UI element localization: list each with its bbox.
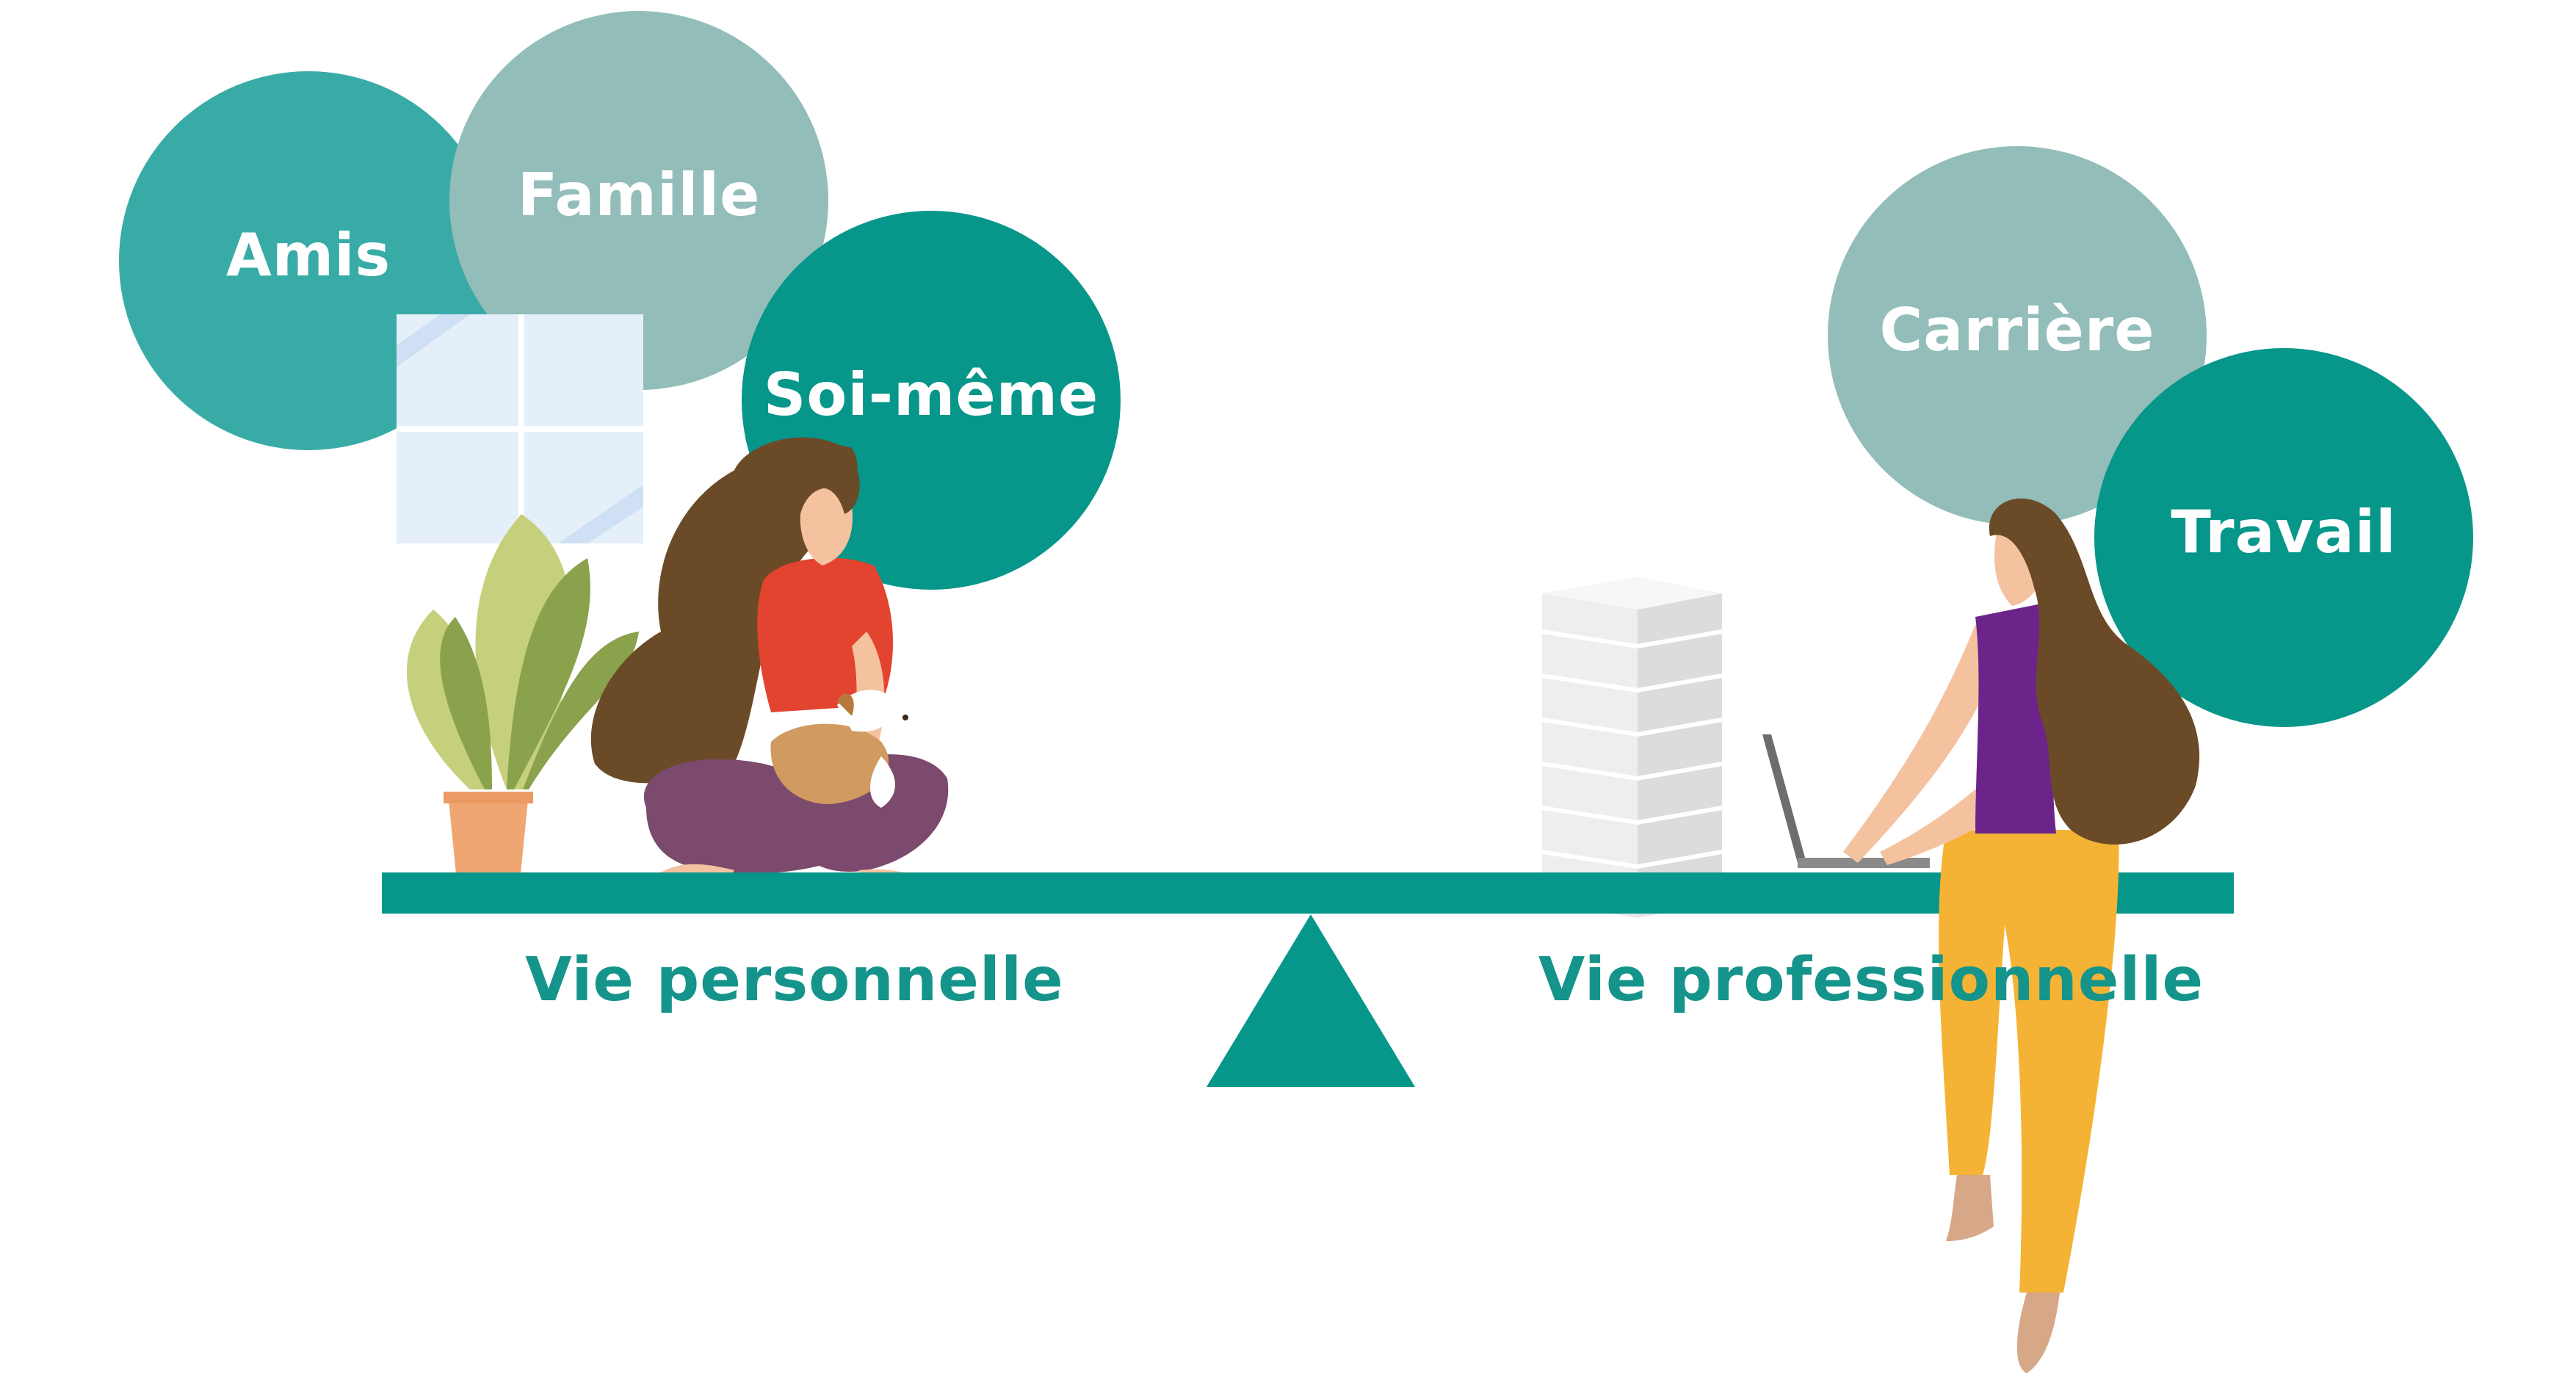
bubble-carriere-label: Carrière: [1880, 296, 2155, 364]
bubble-famille: Famille: [449, 11, 828, 390]
label-vie-professionnelle: Vie professionnelle: [1538, 945, 2204, 1015]
label-vie-personnelle: Vie personnelle: [525, 945, 1063, 1015]
plant-icon: [406, 514, 639, 881]
fulcrum-icon: [1206, 914, 1415, 1087]
seesaw-beam: [382, 872, 2234, 914]
bubble-famille-label: Famille: [518, 161, 761, 229]
bubble-soi-meme-label: Soi-même: [764, 361, 1099, 429]
standing-woman-icon: [1843, 498, 2200, 1373]
bubble-travail-label: Travail: [2171, 498, 2396, 566]
paper-stack-icon: [1541, 576, 1723, 918]
bubble-carriere: Carrière: [1828, 146, 2207, 525]
window-icon: [397, 314, 643, 543]
bubble-amis-label: Amis: [226, 221, 391, 289]
bubble-travail: Travail: [2094, 348, 2473, 727]
sitting-woman-with-dog-icon: [590, 437, 949, 891]
